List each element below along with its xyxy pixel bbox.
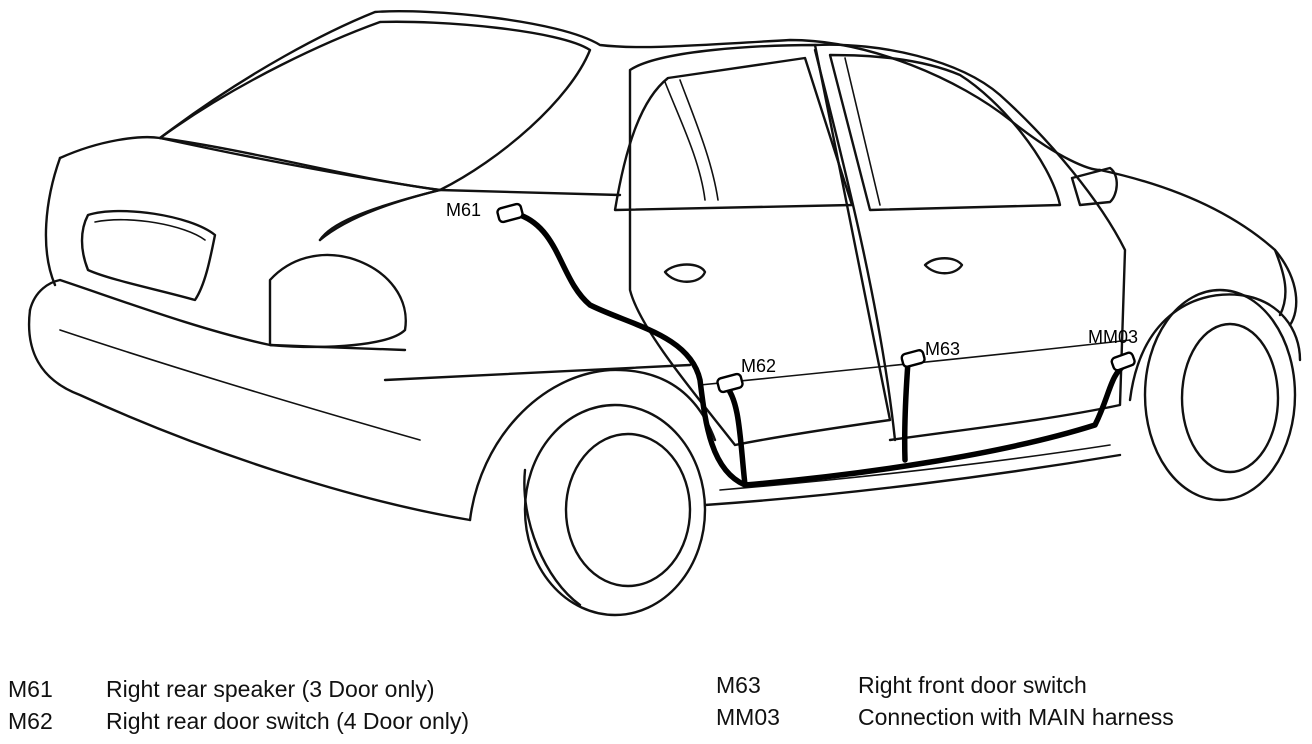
- connector-m61: [496, 202, 524, 224]
- legend-code: M61: [8, 676, 53, 702]
- legend-description: Right rear speaker (3 Door only): [106, 676, 435, 702]
- legend-code: MM03: [716, 704, 780, 730]
- legend-item-m61: M61 Right rear speaker (3 Door only): [8, 674, 608, 704]
- connector-label-m62: M62: [741, 356, 776, 376]
- connector-label-m63: M63: [925, 339, 960, 359]
- connector-m62: [716, 372, 744, 394]
- legend-code: M62: [8, 708, 53, 734]
- legend-description: Right rear door switch (4 Door only): [106, 708, 470, 734]
- legend-item-m62: M62 Right rear door switch (4 Door only): [8, 706, 608, 736]
- legend-code: M63: [716, 672, 761, 698]
- car-outline: [27, 10, 1302, 617]
- legend-item-m63: M63 Right front door switch: [716, 670, 1276, 700]
- legend-description: Right front door switch: [858, 672, 1087, 698]
- legend-item-mm03: MM03 Connection with MAIN harness: [716, 702, 1276, 732]
- connector-m63: [900, 349, 926, 368]
- connector-label-mm03: MM03: [1088, 327, 1138, 347]
- connector-label-m61: M61: [446, 200, 481, 220]
- wiring-harness: [517, 212, 1128, 488]
- legend-description: Connection with MAIN harness: [858, 704, 1174, 730]
- connector-mm03: [1110, 351, 1136, 372]
- car-harness-diagram: M61 M62 M63 MM03: [27, 10, 1302, 617]
